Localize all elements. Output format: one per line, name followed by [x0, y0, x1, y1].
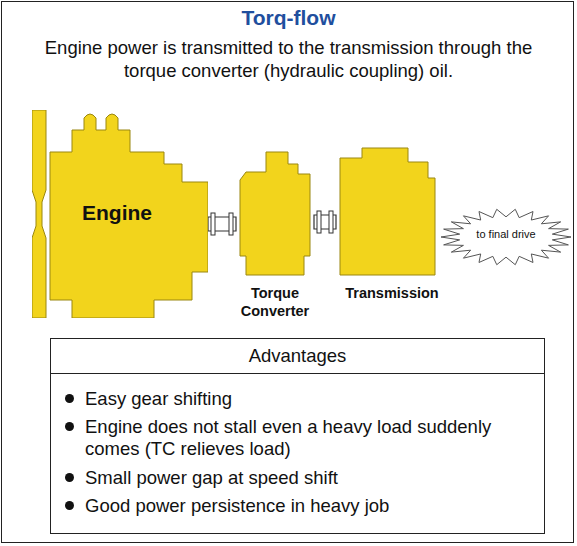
shaft-flange — [229, 213, 233, 235]
shaft-flange — [211, 213, 215, 235]
bullet-item: Small power gap at speed shift — [55, 467, 536, 489]
box-heading: Advantages — [51, 339, 544, 374]
destination-label: to final drive — [454, 228, 558, 242]
bullet-item: Good power persistence in heavy job — [55, 495, 536, 517]
bullet-list: Easy gear shiftingEngine does not stall … — [51, 374, 544, 533]
bullet-dot — [65, 394, 74, 403]
shaft-flange — [329, 211, 333, 233]
torque-converter-outline — [236, 150, 314, 328]
bullet-dot — [65, 422, 74, 431]
diagram-title: Torq-flow — [40, 6, 537, 30]
subtitle-note: Engine power is transmitted to the trans… — [18, 36, 559, 82]
part-label: Engine — [62, 200, 172, 226]
final-drive-burst: to final drive — [440, 208, 572, 266]
bullet-dot — [65, 501, 74, 510]
engine-block: Engine — [32, 110, 208, 318]
bullet-item: Easy gear shifting — [55, 388, 536, 410]
transmission-unit: Transmission — [336, 146, 448, 324]
bullet-item: Engine does not stall even a heavy load … — [55, 416, 536, 460]
torque-converter: Torque Converter — [236, 150, 314, 328]
bullet-dot — [65, 473, 74, 482]
advantages-box: AdvantagesEasy gear shiftingEngine does … — [50, 338, 545, 534]
shaft-flange — [317, 211, 321, 233]
part-label: Transmission — [332, 284, 452, 302]
part-label: Torque Converter — [230, 284, 320, 320]
